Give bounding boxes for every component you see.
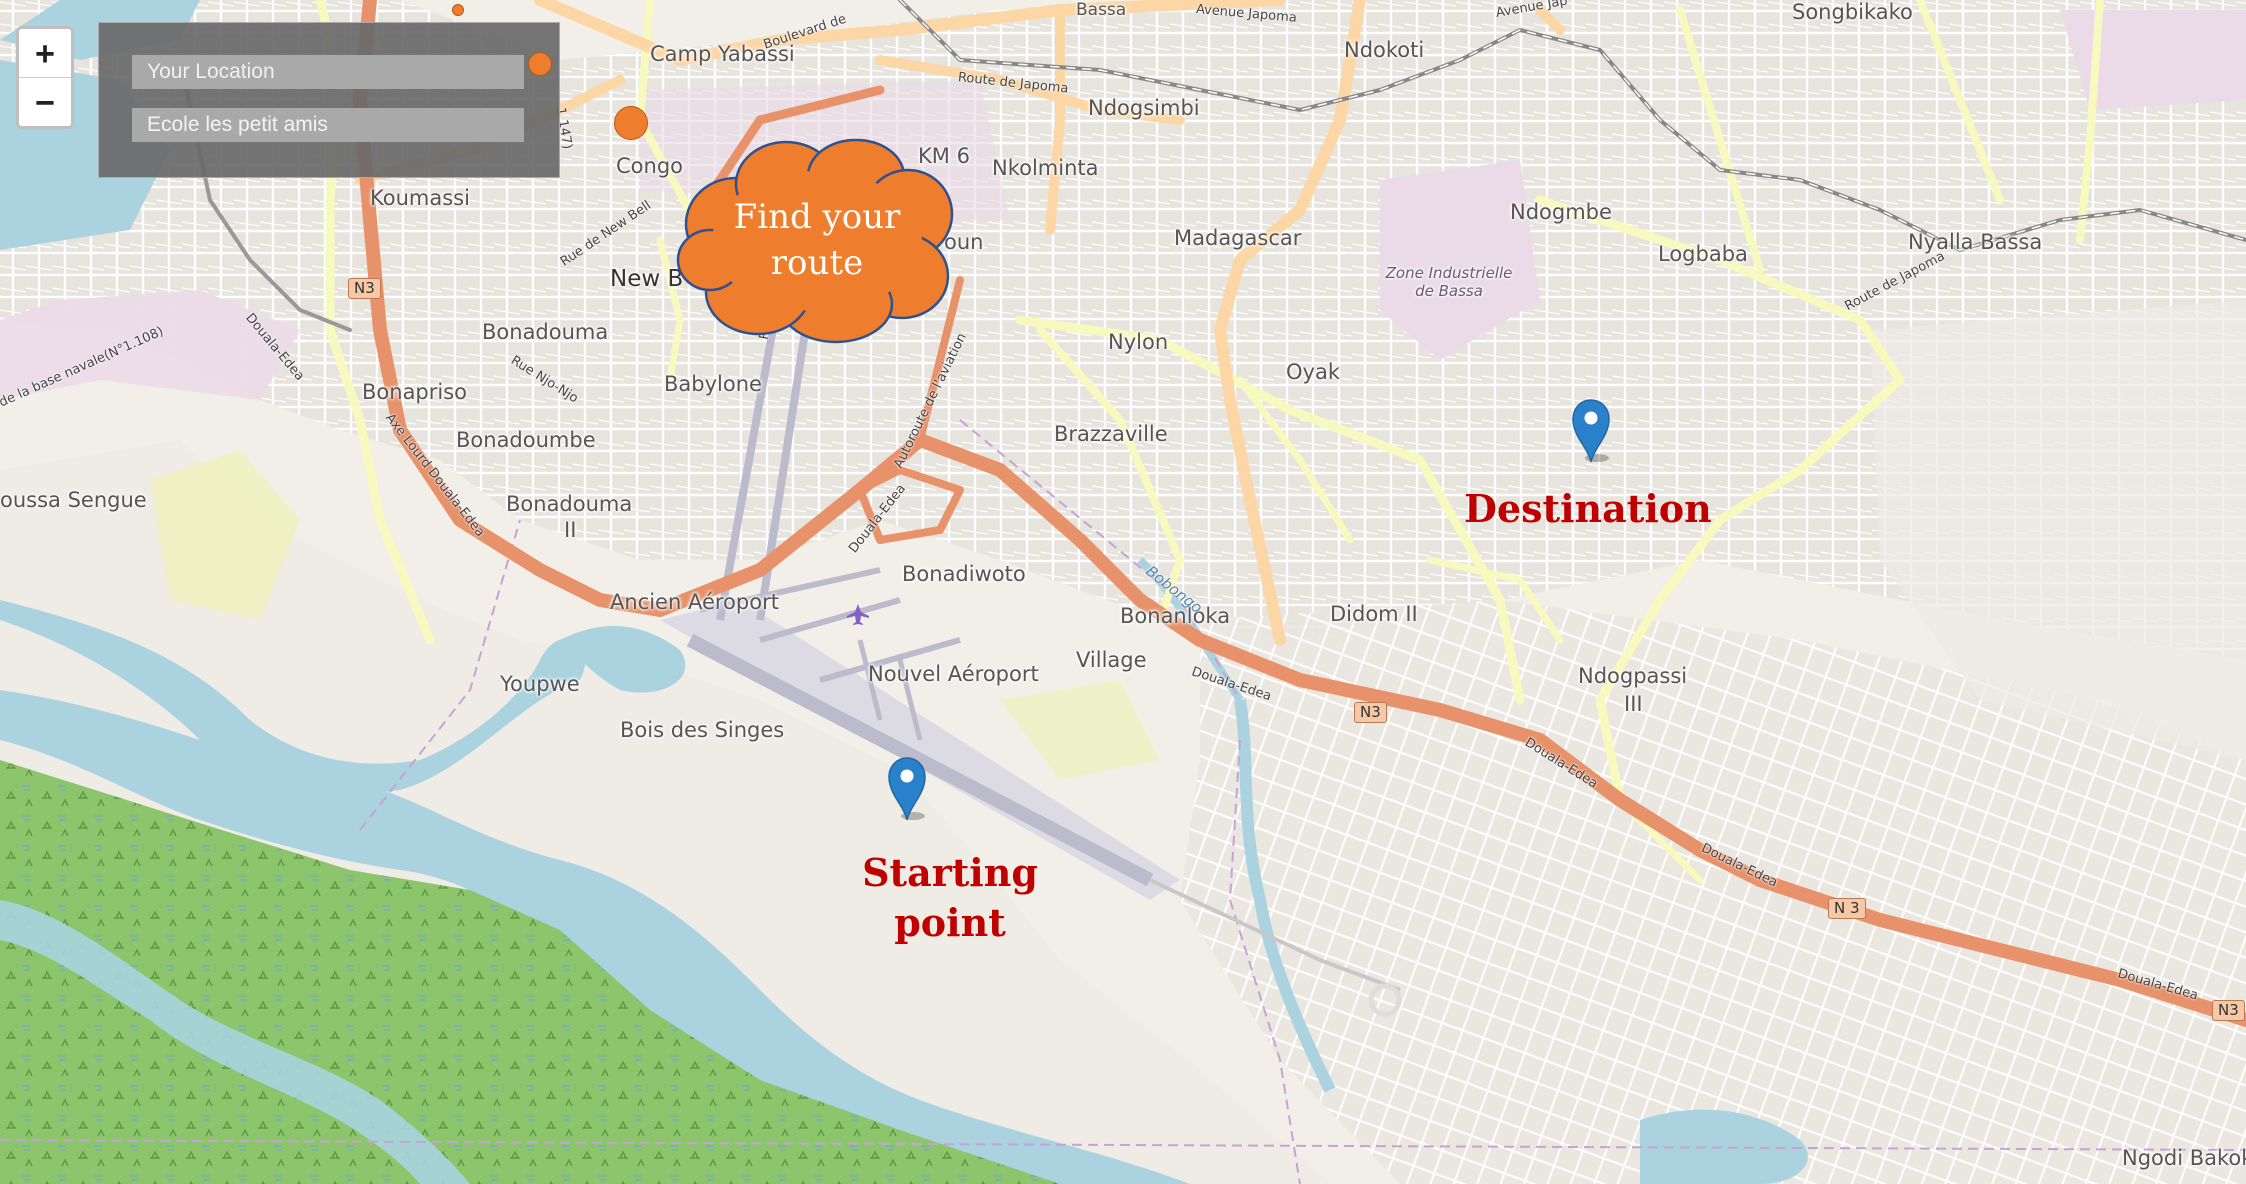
destination-label: Destination [1464, 486, 1712, 531]
road-shield: N3 [2212, 1000, 2245, 1021]
find-route-label: Find your route [733, 197, 901, 283]
airport-icon [847, 604, 869, 625]
destination-input[interactable] [132, 108, 524, 142]
road-shield: N3 [348, 278, 381, 299]
location-dot-icon [528, 52, 552, 76]
location-dot-icon [452, 4, 464, 16]
starting-point-label: Starting point [862, 850, 1038, 945]
start-marker-icon[interactable] [886, 756, 928, 822]
route-panel [98, 22, 560, 178]
find-route-cloud-button[interactable] [676, 136, 958, 346]
zoom-out-button[interactable]: − [19, 77, 71, 126]
road-shield: N 3 [1828, 898, 1866, 919]
destination-marker-icon[interactable] [1570, 398, 1612, 464]
zoom-control: + − [16, 26, 74, 129]
from-location-input[interactable] [132, 55, 524, 89]
road-shield: N3 [1354, 702, 1387, 723]
location-dot-icon [614, 106, 648, 140]
zoom-in-button[interactable]: + [19, 29, 71, 77]
